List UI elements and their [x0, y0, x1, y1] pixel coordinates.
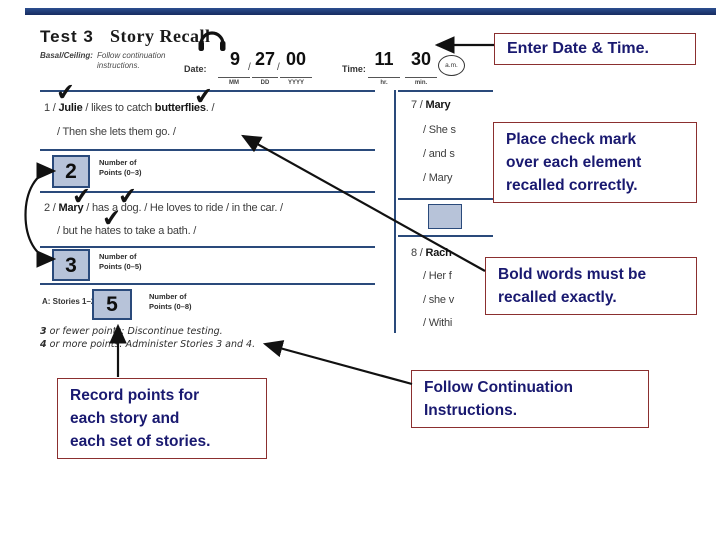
- points-box-story2: 3: [52, 249, 90, 281]
- slide-top-bar: [25, 8, 716, 15]
- points-label-set-a: Number of Points (0–8): [149, 292, 192, 311]
- headphones-icon: [196, 27, 228, 59]
- arrow-to-continuation-rules: [262, 340, 413, 386]
- story2-line2: / but he hates to take a bath. /: [57, 225, 197, 237]
- story8-line3: / she v: [423, 294, 455, 306]
- stories-set-label: A: Stories 1–2: [42, 297, 96, 306]
- callout-enter-date-time: Enter Date & Time.: [494, 33, 696, 65]
- story1-line2: / Then she lets them go. /: [57, 126, 176, 138]
- date-day-line: [252, 77, 278, 78]
- time-minute-line: [405, 77, 437, 78]
- story7-line3: / and s: [423, 148, 455, 160]
- date-month-value: 9: [229, 49, 240, 69]
- points-box-story1: 2: [52, 155, 90, 188]
- story7-line4: / Mary: [423, 172, 453, 184]
- form-line: [40, 191, 375, 193]
- column-divider: [394, 90, 396, 333]
- story1-line1: 1 / Julie / likes to catch butterflies. …: [44, 102, 215, 114]
- story8-line1: 8 / Rach: [411, 247, 452, 259]
- form-line: [40, 149, 375, 151]
- continuation-rule-1: 3 or fewer points: Discontinue testing.: [40, 326, 223, 337]
- date-day-value: 27: [254, 49, 276, 69]
- date-year-sublabel: YYYY: [287, 80, 304, 86]
- time-hour-sublabel: hr.: [380, 80, 388, 86]
- date-month-line: [218, 77, 250, 78]
- callout-record-points: Record points for each story and each se…: [57, 378, 267, 459]
- callout-bold-words: Bold words must be recalled exactly.: [485, 257, 697, 315]
- story8-line2: / Her f: [423, 270, 452, 282]
- date-year-line: [280, 77, 312, 78]
- points-box-empty: [428, 204, 462, 229]
- form-line: [40, 246, 375, 248]
- story8-line4: / Withi: [423, 317, 453, 329]
- ampm-circled: a.m.: [438, 55, 465, 76]
- callout-place-check-mark: Place check mark over each element recal…: [493, 122, 697, 203]
- callout-follow-continuation: Follow Continuation Instructions.: [411, 370, 649, 428]
- date-day-sublabel: DD: [260, 80, 270, 86]
- form-line-right: [398, 90, 493, 92]
- points-box-set-a: 5: [92, 289, 132, 320]
- points-label-story1: Number of Points (0–3): [99, 158, 142, 177]
- time-minute-sublabel: min.: [414, 80, 428, 86]
- story2-line1: 2 / Mary / has a dog. / He loves to ride…: [44, 202, 283, 214]
- time-hour-line: [368, 77, 400, 78]
- points-label-story2: Number of Points (0–5): [99, 252, 142, 271]
- time-hour-value: 11: [374, 49, 394, 69]
- form-test-label: Test 3: [40, 27, 94, 46]
- time-minute-value: 30: [410, 49, 432, 69]
- story7-line1: 7 / Mary: [411, 99, 451, 111]
- basal-ceiling-text: Follow continuation instructions.: [97, 51, 166, 70]
- form-test-name: Story Recall: [110, 26, 211, 46]
- continuation-rule-2: 4 or more points: Administer Stories 3 a…: [40, 339, 256, 350]
- date-month-sublabel: MM: [229, 80, 239, 86]
- form-line-right: [398, 235, 493, 237]
- form-line: [40, 283, 375, 285]
- form-line-right: [398, 198, 493, 200]
- basal-ceiling-label: Basal/Ceiling:: [40, 51, 93, 60]
- time-label: Time:: [342, 64, 366, 74]
- date-label: Date:: [184, 64, 207, 74]
- form-line: [40, 90, 375, 92]
- story7-line2: / She s: [423, 124, 456, 136]
- date-year-value: 00: [285, 49, 307, 69]
- date-slash: /: [277, 62, 280, 73]
- date-slash: /: [248, 62, 251, 73]
